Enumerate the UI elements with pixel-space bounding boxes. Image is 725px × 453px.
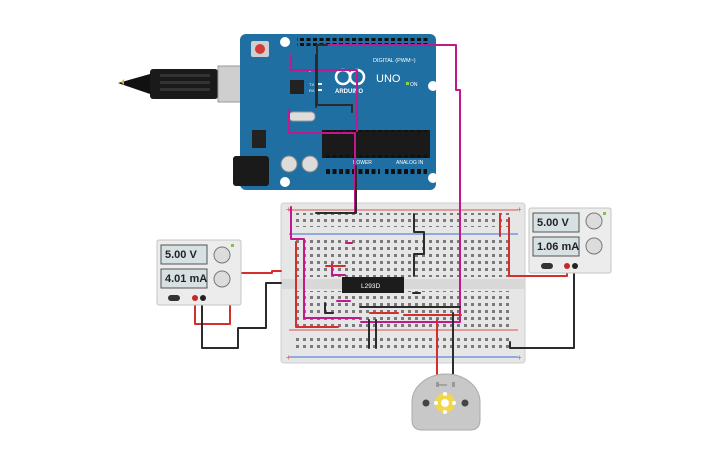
voltage-display [532, 212, 580, 233]
power-switch[interactable] [541, 263, 553, 269]
analog-label: ANALOG IN [396, 160, 424, 166]
power-label: POWER [353, 160, 372, 166]
usb-cable[interactable] [118, 65, 254, 103]
usb-chip [290, 80, 304, 94]
negative-terminal[interactable] [572, 263, 578, 269]
status-led-icon [231, 244, 234, 247]
digital-label: DIGITAL (PWM~) [373, 58, 416, 64]
tx-label: TX [309, 82, 314, 87]
current-readout: 4.01 mA [165, 273, 207, 285]
capacitor-2 [301, 155, 319, 173]
atmega-chip [322, 130, 430, 158]
power-header[interactable] [326, 168, 380, 176]
arduino-board[interactable]: DIGITAL (PWM~) ARDUINO UNO ON TX RX L PO… [233, 34, 438, 190]
power-supply-right[interactable]: 5.00 V 1.06 mA [528, 207, 612, 274]
voltage-regulator [252, 130, 266, 148]
positive-terminal[interactable] [564, 263, 570, 269]
on-led-icon [406, 82, 409, 85]
current-readout: 1.06 mA [537, 241, 579, 253]
power-jack[interactable] [233, 156, 269, 186]
motor-terminal-1[interactable] [436, 382, 439, 387]
l293d-chip[interactable]: L293D [342, 277, 404, 293]
arduino-model: UNO [376, 73, 401, 85]
negative-terminal[interactable] [200, 295, 206, 301]
motor-hub-icon [434, 392, 456, 414]
analog-header[interactable] [385, 168, 427, 176]
arduino-brand: ARDUINO [335, 89, 363, 95]
svg-text:+: + [286, 353, 291, 362]
motor-terminal-2[interactable] [452, 382, 455, 387]
on-label: ON [410, 82, 418, 88]
chip-label: L293D [361, 283, 380, 290]
voltage-display [160, 244, 208, 265]
dc-motor[interactable]: motor [411, 373, 481, 431]
rx-label: RX [309, 88, 315, 93]
crystal [288, 111, 316, 122]
status-led-icon [603, 212, 606, 215]
current-knob[interactable] [585, 237, 603, 255]
svg-text:+: + [517, 353, 522, 362]
power-switch[interactable] [168, 295, 180, 301]
voltage-readout: 5.00 V [537, 217, 569, 229]
current-knob[interactable] [213, 270, 231, 288]
svg-text:+: + [286, 205, 291, 214]
svg-text:+: + [517, 205, 522, 214]
current-display [160, 268, 208, 289]
current-display [532, 236, 580, 257]
motor-label: motor [438, 383, 448, 387]
voltage-knob[interactable] [213, 246, 231, 264]
voltage-readout: 5.00 V [165, 249, 197, 261]
magenta-wires[interactable] [288, 44, 461, 323]
power-supply-left[interactable]: 5.00 V 4.01 mA [156, 239, 242, 306]
digital-header[interactable] [297, 38, 430, 46]
voltage-knob[interactable] [585, 212, 603, 230]
black-wires[interactable] [201, 44, 575, 386]
positive-terminal[interactable] [192, 295, 198, 301]
capacitor-1 [280, 155, 298, 173]
